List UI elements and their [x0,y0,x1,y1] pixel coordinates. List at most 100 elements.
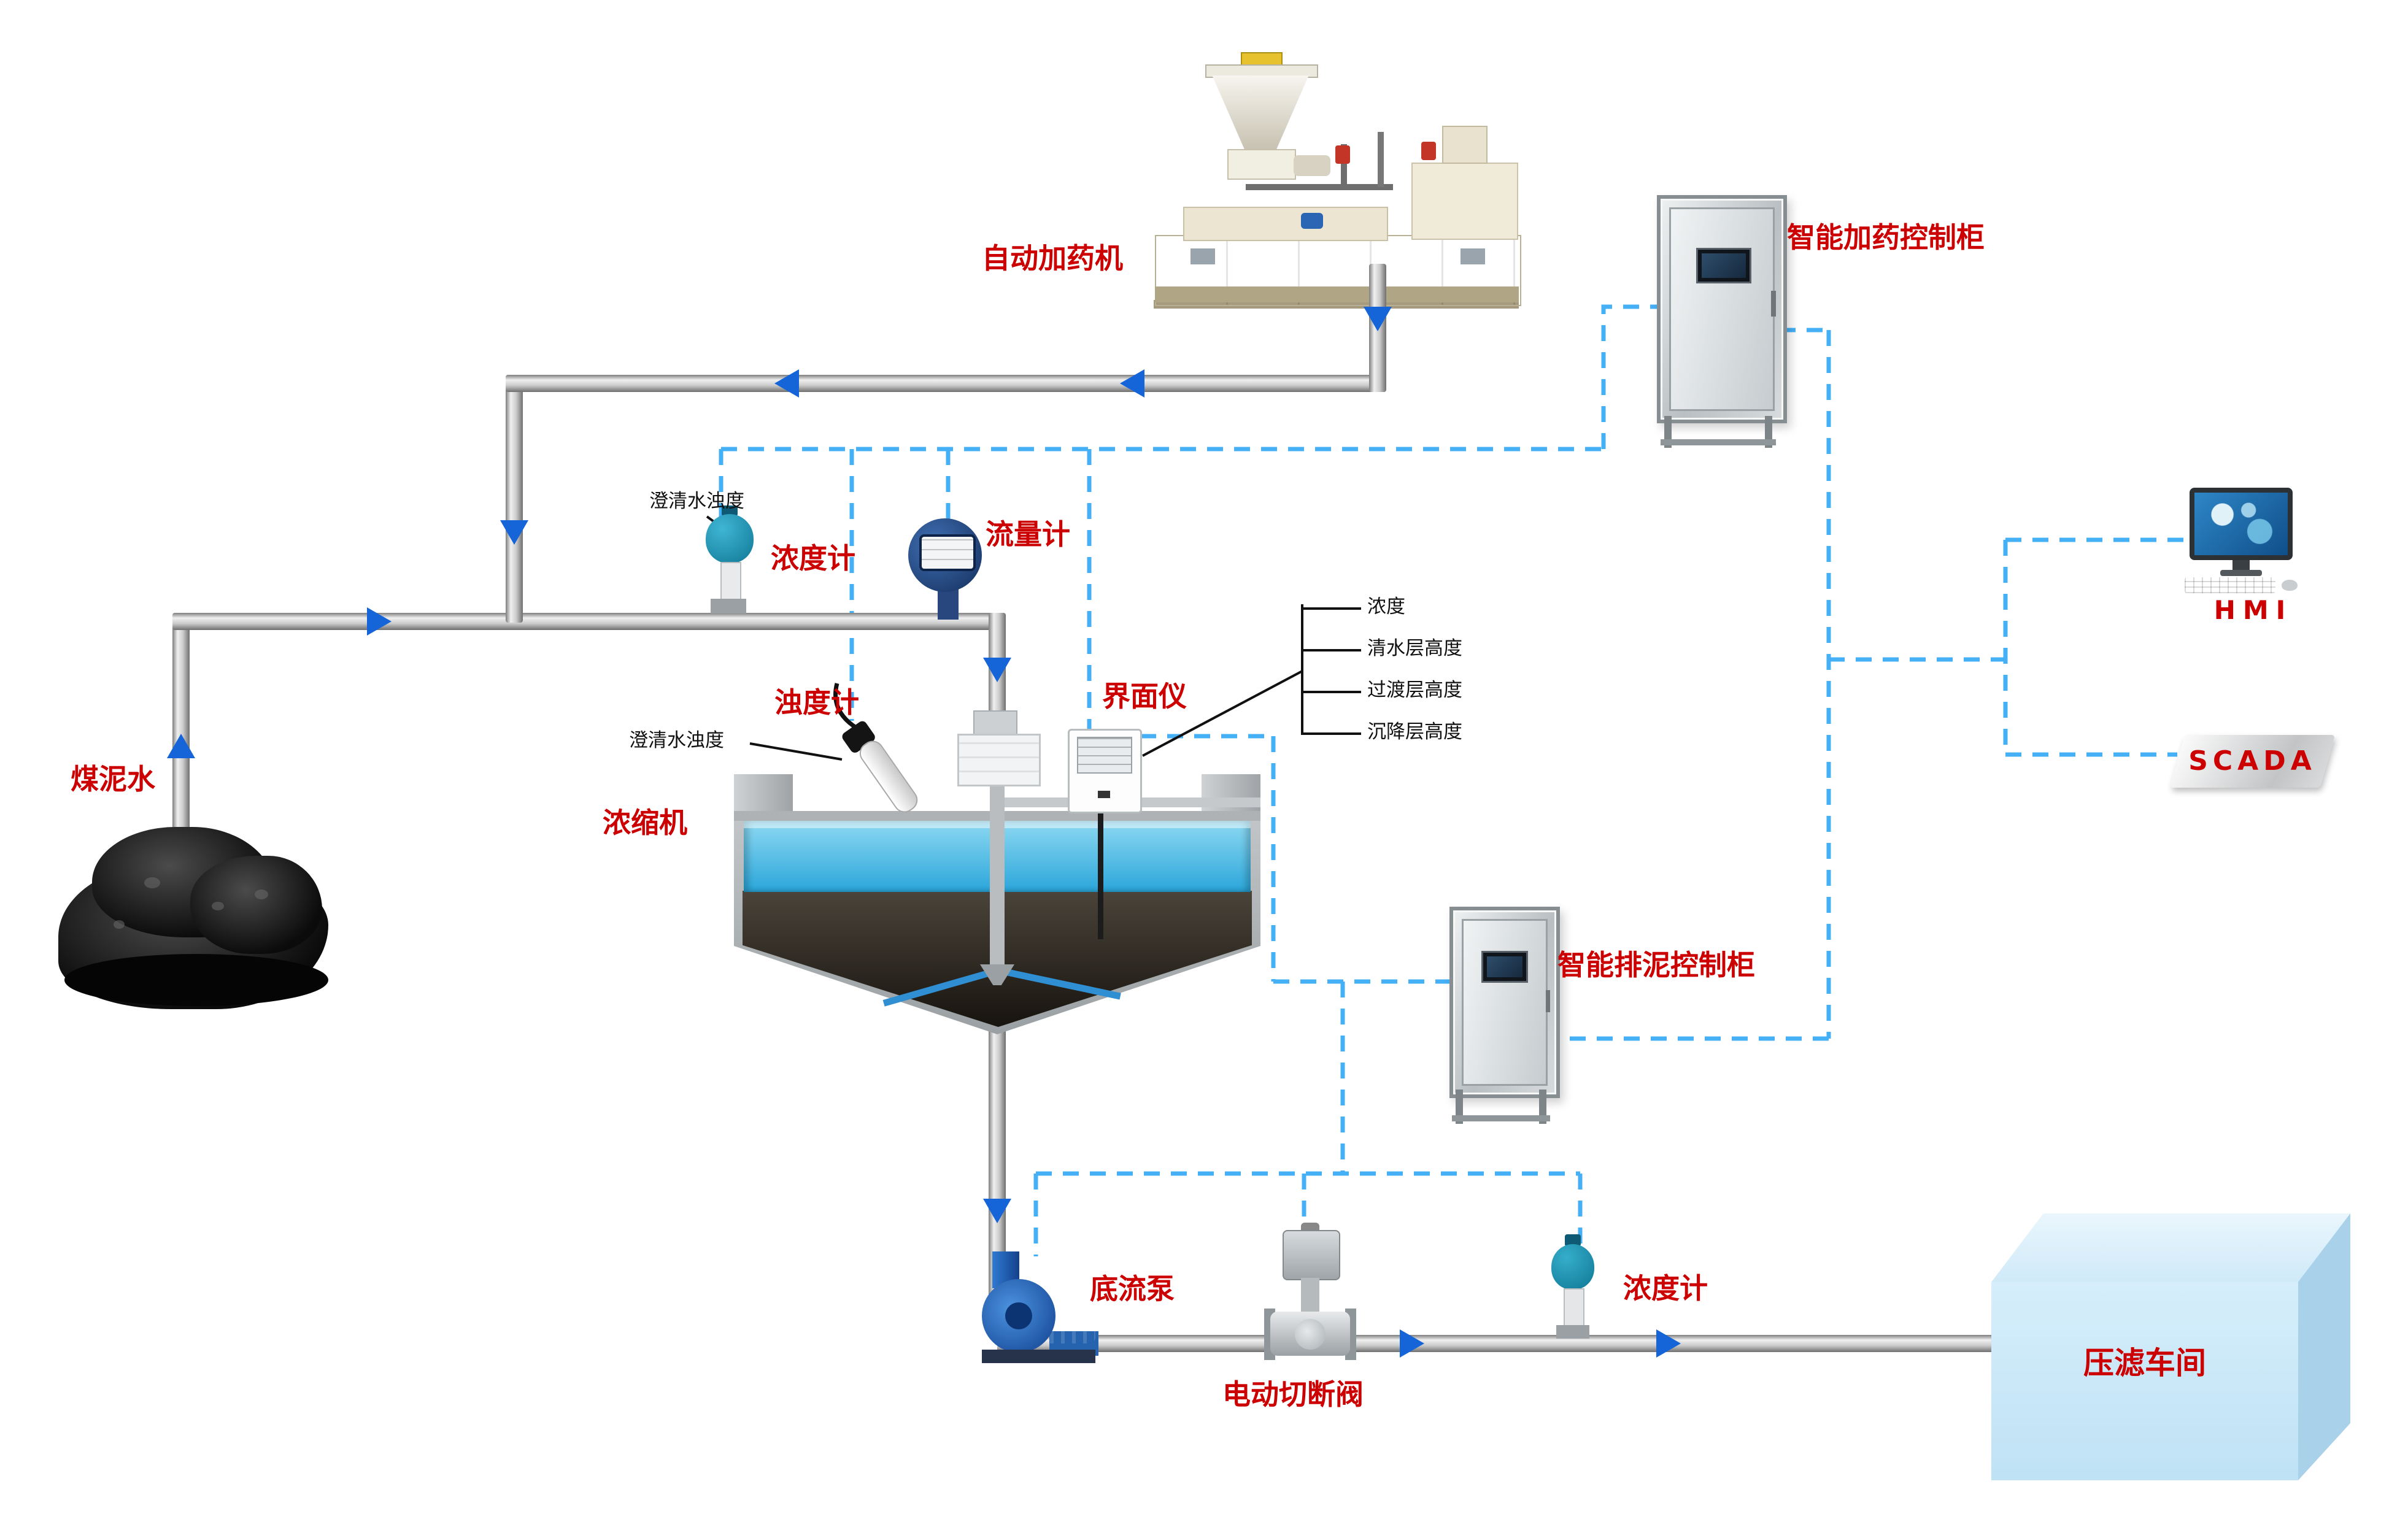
scada-plate: SCADA [2169,735,2336,788]
dosing-control-cabinet [1657,195,1787,423]
cabinet-screen [1481,951,1528,983]
meter-head [706,514,754,563]
leader-line [749,742,843,761]
meter-flange [1556,1325,1589,1339]
pipe-underflow [989,1009,1006,1297]
hmi-workstation [2185,488,2301,595]
density-meter-top-label: 浓度计 [771,542,855,575]
dosing-cabinet-label: 智能加药控制柜 [1787,221,1985,254]
coal-slurry-label: 煤泥水 [71,763,155,796]
density-meter-top-device [701,505,768,613]
auto-dosing-machine [1154,52,1522,316]
pipe-slurry-main [172,613,1006,630]
annotation-lines [706,515,1361,761]
machine-deck [1183,207,1388,241]
flow-arrow-right [367,607,392,636]
red-valve [1421,142,1436,160]
coal-speck [114,920,125,929]
flow-arrow-down [983,1199,1011,1223]
signal-line [1601,304,1657,449]
sludge-cabinet-label: 智能排泥控制柜 [1557,948,1755,982]
coal-speck [212,902,224,910]
meter-head [1551,1244,1594,1289]
thickener-shaft [990,783,1005,967]
flow-arrow-down [1364,307,1392,331]
interface-param-transition-layer: 过渡层高度 [1367,679,1462,701]
keyboard [2185,577,2275,593]
pump-cap [1005,1302,1032,1329]
meter-nub [1565,1234,1581,1247]
interface-param-clear-layer: 清水层高度 [1367,637,1462,659]
cabinet-screen-glass [1702,253,1746,278]
meter-stem [720,562,741,602]
interface-meter-label: 界面仪 [1102,680,1187,713]
workshop-label: 压滤车间 [2083,1345,2206,1381]
bracket-leader [1142,670,1303,757]
coal-blob [64,954,328,1006]
feeder-motor [1294,155,1330,176]
clarified-turbidity-label-mid: 澄清水浊度 [629,729,724,751]
red-valve [1335,145,1350,164]
valve-actuator [1283,1230,1340,1280]
auto-doser-label: 自动加药机 [982,242,1123,275]
coal-speck [144,877,160,888]
meter-display [919,534,976,571]
machine-panel [1461,248,1485,264]
flow-meter-label: 流量计 [986,518,1070,551]
hmi-label: HMI [2213,595,2293,625]
pipe-dosing-drop [506,375,523,623]
meter-flange [711,599,746,613]
screw-feeder [1227,149,1296,180]
clarified-turbidity-label-top: 澄清水浊度 [649,490,744,512]
interface-param-density: 浓度 [1367,596,1405,618]
cabinet-leg-bar [1661,439,1776,445]
monitor-stand [2232,560,2250,571]
electric-valve-device [1264,1223,1356,1374]
cabinet-door [1669,207,1775,411]
interface-param-settling-layer: 沉降层高度 [1367,721,1462,743]
turbidity-meter-label: 浊度计 [774,686,859,719]
machine-control-box [1442,126,1488,164]
flow-arrow-down [983,658,1011,682]
flow-arrow-down [500,520,528,545]
valve-boss [1295,1319,1326,1350]
flow-arrow-right [1656,1329,1681,1358]
pipe-dosing-line [506,375,1386,392]
machine-pipe [1341,144,1347,187]
dosing-pump [1301,213,1323,229]
cabinet-leg-bar [1452,1115,1550,1121]
valve-stem [1301,1278,1319,1312]
machine-tank [1411,163,1518,240]
workshop-front [1991,1282,2298,1480]
machine-body-skirt [1155,286,1519,302]
cabinet-screen [1696,248,1751,283]
pipe-discharge [997,1335,1997,1352]
flow-arrow-up [167,734,195,758]
cabinet-handle [1771,291,1776,317]
coal-pile-image [58,822,331,1009]
cabinet-screen-glass [1487,956,1522,977]
electric-valve-label: 电动切断阀 [1222,1378,1364,1411]
mouse [2282,580,2298,591]
coal-speck [255,890,268,899]
meter-nub [722,505,738,517]
density-meter-bottom-device [1546,1234,1608,1339]
cabinet-door [1462,919,1548,1086]
interface-meter-button [1098,791,1110,798]
flow-arrow-left [1120,369,1144,398]
coal-blob [190,856,322,954]
machine-pipe [1246,184,1393,190]
meter-stem [1564,1288,1584,1329]
thickener-drive [957,734,1041,786]
underflow-pump-device [982,1251,1098,1374]
signal-lines [719,304,2190,1256]
flow-meter-device [908,518,988,620]
hopper [1212,75,1309,149]
monitor-base [2220,570,2262,576]
machine-panel [1190,248,1215,264]
flow-arrow-left [774,369,799,398]
interface-meter-display [1077,737,1132,774]
turbidity-meter-cable [833,683,859,731]
